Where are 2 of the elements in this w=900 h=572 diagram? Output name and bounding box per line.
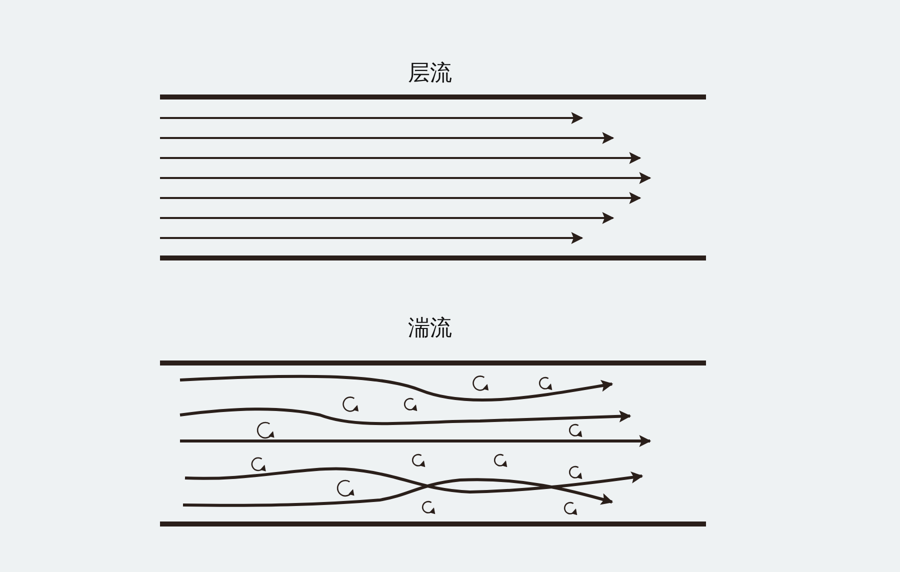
flow-type-label: 湍流	[408, 318, 452, 340]
flow-type-label: 层流	[408, 63, 452, 85]
